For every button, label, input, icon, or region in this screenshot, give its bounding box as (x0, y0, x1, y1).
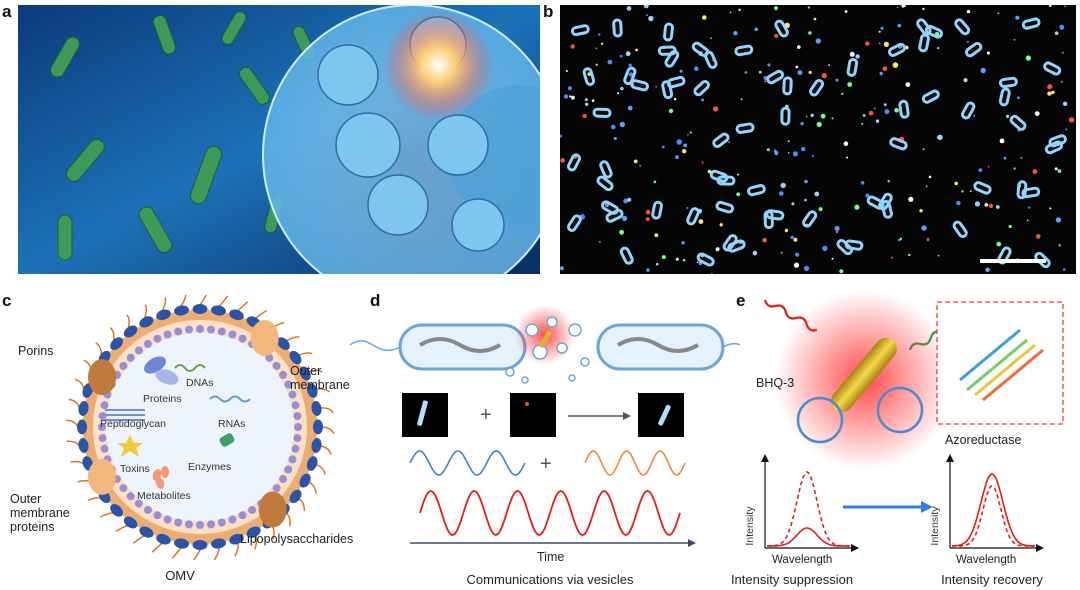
label-proteins: Proteins (143, 393, 182, 405)
label-azoreductase: Azoreductase (945, 433, 1022, 447)
label-enzymes: Enzymes (188, 461, 232, 473)
plus-2: + (540, 453, 552, 475)
scale-bar (980, 259, 1046, 263)
label-metabolites: Metabolites (137, 490, 191, 502)
panel-label-a: a (2, 2, 12, 21)
bacterium-right (596, 323, 740, 371)
caption-d: Communications via vesicles (466, 572, 634, 587)
xlabel-recovery: Wavelength (956, 554, 1017, 566)
plus-1: + (480, 404, 492, 426)
panel-e-diagram (761, 290, 1064, 552)
ylabel-recovery: Intensity (929, 506, 941, 546)
caption-e-right: Intensity recovery (941, 572, 1043, 587)
label-outer-membrane: Outer membrane (290, 364, 350, 392)
label-toxins: Toxins (120, 463, 150, 475)
panel-d-diagram: + + (349, 305, 740, 547)
label-peptidoglycan: Peptidoglycan (100, 418, 166, 430)
gold-nanorod (831, 337, 897, 413)
wave-orange (584, 450, 686, 476)
panel-label-c: c (2, 291, 12, 310)
label-rnas: RNAs (218, 418, 246, 430)
label-time: Time (537, 550, 565, 564)
panel-b-micrograph (560, 5, 1076, 274)
bacterium-left (349, 323, 527, 371)
label-lipopolysaccharides: Lipopolysaccharides (240, 532, 354, 546)
panel-label-d: d (370, 291, 381, 310)
label-bhq3: BHQ-3 (756, 376, 795, 390)
spectrum-recovery (946, 454, 1044, 552)
spectrum-suppression (761, 454, 859, 552)
label-porins: Porins (18, 344, 54, 358)
panel-a-illustration (18, 5, 540, 274)
xlabel-suppression: Wavelength (772, 554, 833, 566)
caption-c: OMV (165, 568, 195, 583)
panel-c-omv-diagram (66, 295, 335, 560)
panel-label-e: e (736, 291, 746, 310)
ylabel-suppression: Intensity (744, 506, 756, 546)
caption-e-left: Intensity suppression (730, 572, 854, 587)
wave-blue (409, 450, 526, 476)
label-dnas: DNAs (186, 377, 214, 389)
label-outer-membrane-proteins: Outer membrane proteins (10, 492, 70, 534)
micrograph-row (402, 393, 684, 437)
panel-label-b: b (543, 2, 554, 21)
wave-red (419, 490, 681, 536)
